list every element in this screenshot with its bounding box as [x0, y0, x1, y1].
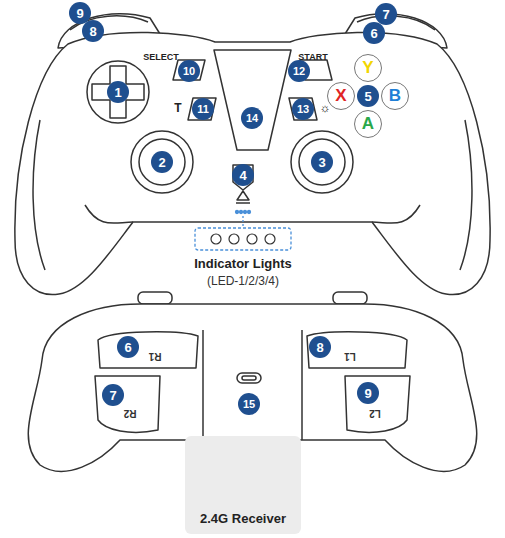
face-button: A: [354, 110, 382, 138]
callout-number: 12: [288, 60, 310, 82]
l1-bumper: [307, 332, 407, 368]
face-button: Y: [354, 54, 382, 82]
button-label: T: [174, 102, 181, 114]
button-marking: R1: [149, 351, 162, 361]
callout-number: 7: [102, 384, 124, 406]
usb-c-port: [237, 373, 261, 383]
button-marking: L1: [344, 351, 356, 361]
callout-number: 14: [241, 107, 263, 129]
callout-number: 13: [292, 98, 314, 120]
home-button: [233, 165, 253, 190]
receiver-label: 2.4G Receiver: [200, 511, 286, 534]
r2-trigger: [95, 376, 160, 432]
button-marking: R2: [124, 408, 137, 418]
callout-number: 8: [309, 336, 331, 358]
indicator-label: (LED-1/2/3/4): [207, 275, 279, 287]
center-panel: [214, 50, 291, 150]
callout-number: 5: [357, 85, 379, 107]
l2-trigger: [345, 376, 410, 432]
left-stick: [131, 131, 193, 193]
callout-number: 3: [311, 151, 333, 173]
r1-bumper: [98, 332, 198, 368]
dpad-ring: [87, 61, 149, 123]
callout-number: 9: [357, 382, 379, 404]
callout-number: 15: [238, 393, 260, 415]
callout-number: 2: [151, 151, 173, 173]
callout-number: 1: [107, 81, 129, 103]
callout-number: 11: [192, 98, 214, 120]
face-button: B: [381, 82, 409, 110]
button-letter: Y: [362, 58, 373, 78]
controller-body: [15, 32, 490, 294]
button-letter: A: [362, 114, 374, 134]
indicator-box: [195, 228, 291, 250]
face-button: X: [327, 82, 355, 110]
button-marking: L2: [369, 408, 381, 418]
callout-number: 4: [232, 164, 254, 186]
right-stick: [291, 131, 353, 193]
callout-number: 8: [82, 20, 104, 42]
indicator-label: Indicator Lights: [194, 257, 292, 270]
callout-number: 7: [375, 3, 397, 25]
button-letter: B: [389, 86, 401, 106]
receiver-panel: 2.4G Receiver: [185, 436, 301, 534]
button-letter: X: [335, 86, 346, 106]
callout-number: 6: [117, 336, 139, 358]
callout-number: 10: [178, 60, 200, 82]
button-label: SELECT: [143, 53, 179, 62]
callout-number: 6: [363, 22, 385, 44]
